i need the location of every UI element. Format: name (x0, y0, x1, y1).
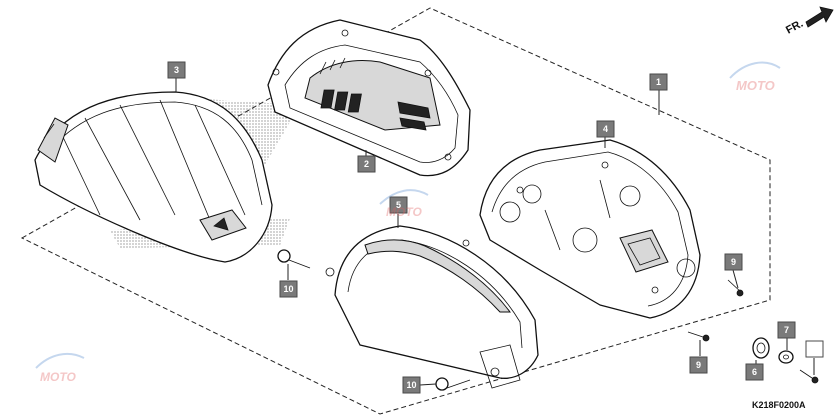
screw-9-upper (727, 279, 744, 297)
callout-part-9-upper: 9 (724, 253, 743, 271)
svg-text:1: 1 (656, 77, 661, 87)
callout-part-7: 7 (777, 321, 796, 339)
callout-part-8: 8 (805, 340, 824, 358)
callout-part-1: 1 (649, 73, 668, 91)
meter-cover-part-3 (34, 91, 300, 263)
callout-part-2: 2 (357, 155, 376, 173)
svg-text:8: 8 (812, 344, 817, 354)
svg-text:4: 4 (603, 124, 608, 134)
svg-text:6: 6 (752, 367, 757, 377)
svg-text:10: 10 (283, 284, 293, 294)
callout-part-5: 5 (389, 196, 408, 214)
meter-case-part-4 (479, 139, 701, 319)
svg-text:MOTO: MOTO (386, 205, 422, 219)
screw-part-8 (799, 369, 819, 384)
svg-text:MOTO: MOTO (736, 78, 775, 93)
moto-watermark-icon: MOTO (35, 352, 85, 384)
callout-part-6: 6 (745, 363, 764, 381)
svg-text:10: 10 (406, 380, 416, 390)
svg-text:3: 3 (174, 65, 179, 75)
diagram-reference-code: K218F0200A (752, 400, 806, 410)
grommet-part-6 (752, 337, 770, 359)
screw-9-lower (687, 331, 710, 342)
callout-part-4: 4 (596, 120, 615, 138)
screw-10-lower (435, 377, 471, 391)
meter-lens-part-5 (325, 225, 539, 389)
callout-part-10-lower: 10 (402, 376, 421, 394)
moto-watermark-icon: MOTO (379, 189, 429, 219)
callout-part-3: 3 (167, 61, 186, 79)
svg-text:2: 2 (364, 159, 369, 169)
svg-text:7: 7 (784, 325, 789, 335)
svg-text:9: 9 (731, 257, 736, 267)
collar-part-7 (778, 350, 794, 364)
svg-text:5: 5 (396, 200, 401, 210)
svg-text:9: 9 (696, 360, 701, 370)
screw-10-upper (277, 249, 311, 269)
front-direction-arrow-icon (805, 6, 834, 28)
callout-part-10-upper: 10 (279, 280, 298, 298)
lcd-panel-part-2 (267, 19, 471, 177)
callout-part-9-lower: 9 (689, 356, 708, 374)
moto-watermark-icon: MOTO (729, 61, 781, 93)
svg-text:MOTO: MOTO (40, 370, 76, 384)
